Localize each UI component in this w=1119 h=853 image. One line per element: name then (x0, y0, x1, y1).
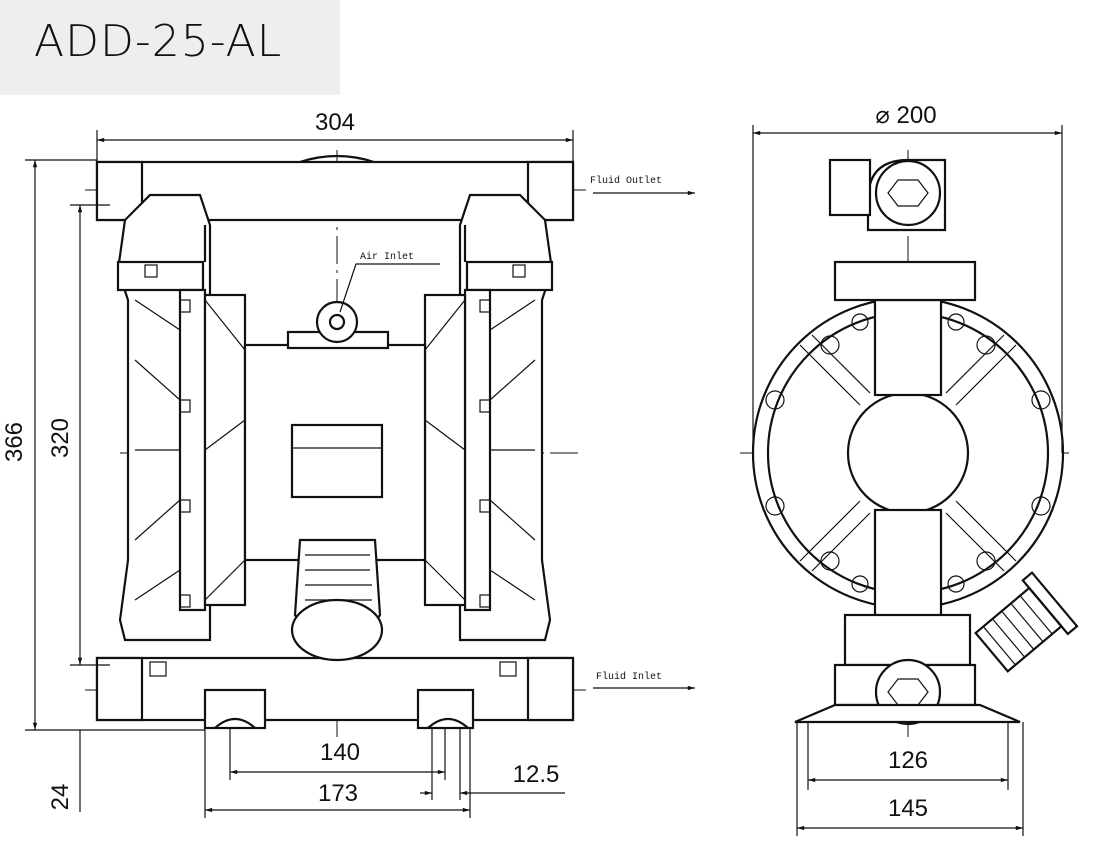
side-dimensions: ⌀ 200 126 145 (752, 102, 1063, 836)
air-inlet-label: Air Inlet (360, 251, 414, 263)
dim-base-inner: 126 (888, 747, 928, 774)
dim-diameter: ⌀ 200 (875, 102, 936, 129)
model-title: ADD-25-AL (34, 16, 283, 67)
dim-width: 304 (315, 109, 355, 136)
dim-base-outer: 145 (888, 795, 928, 822)
dim-height-total: 366 (1, 422, 28, 462)
dim-height-ports: 320 (47, 418, 74, 458)
dim-base-height: 24 (47, 784, 74, 811)
fluid-outlet-label: Fluid Outlet (590, 175, 662, 187)
title-box: ADD-25-AL (0, 0, 340, 95)
dim-foot-outer: 173 (318, 780, 358, 807)
side-view (740, 150, 1079, 740)
fluid-inlet-label: Fluid Inlet (596, 671, 662, 683)
dim-foot-inner: 140 (320, 739, 360, 766)
dim-foot-slot: 12.5 (513, 761, 560, 788)
front-dimensions: 304 366 320 24 140 173 12.5 (1, 109, 574, 818)
front-view: Fluid Outlet Air Inlet Fluid Inlet (85, 150, 696, 740)
